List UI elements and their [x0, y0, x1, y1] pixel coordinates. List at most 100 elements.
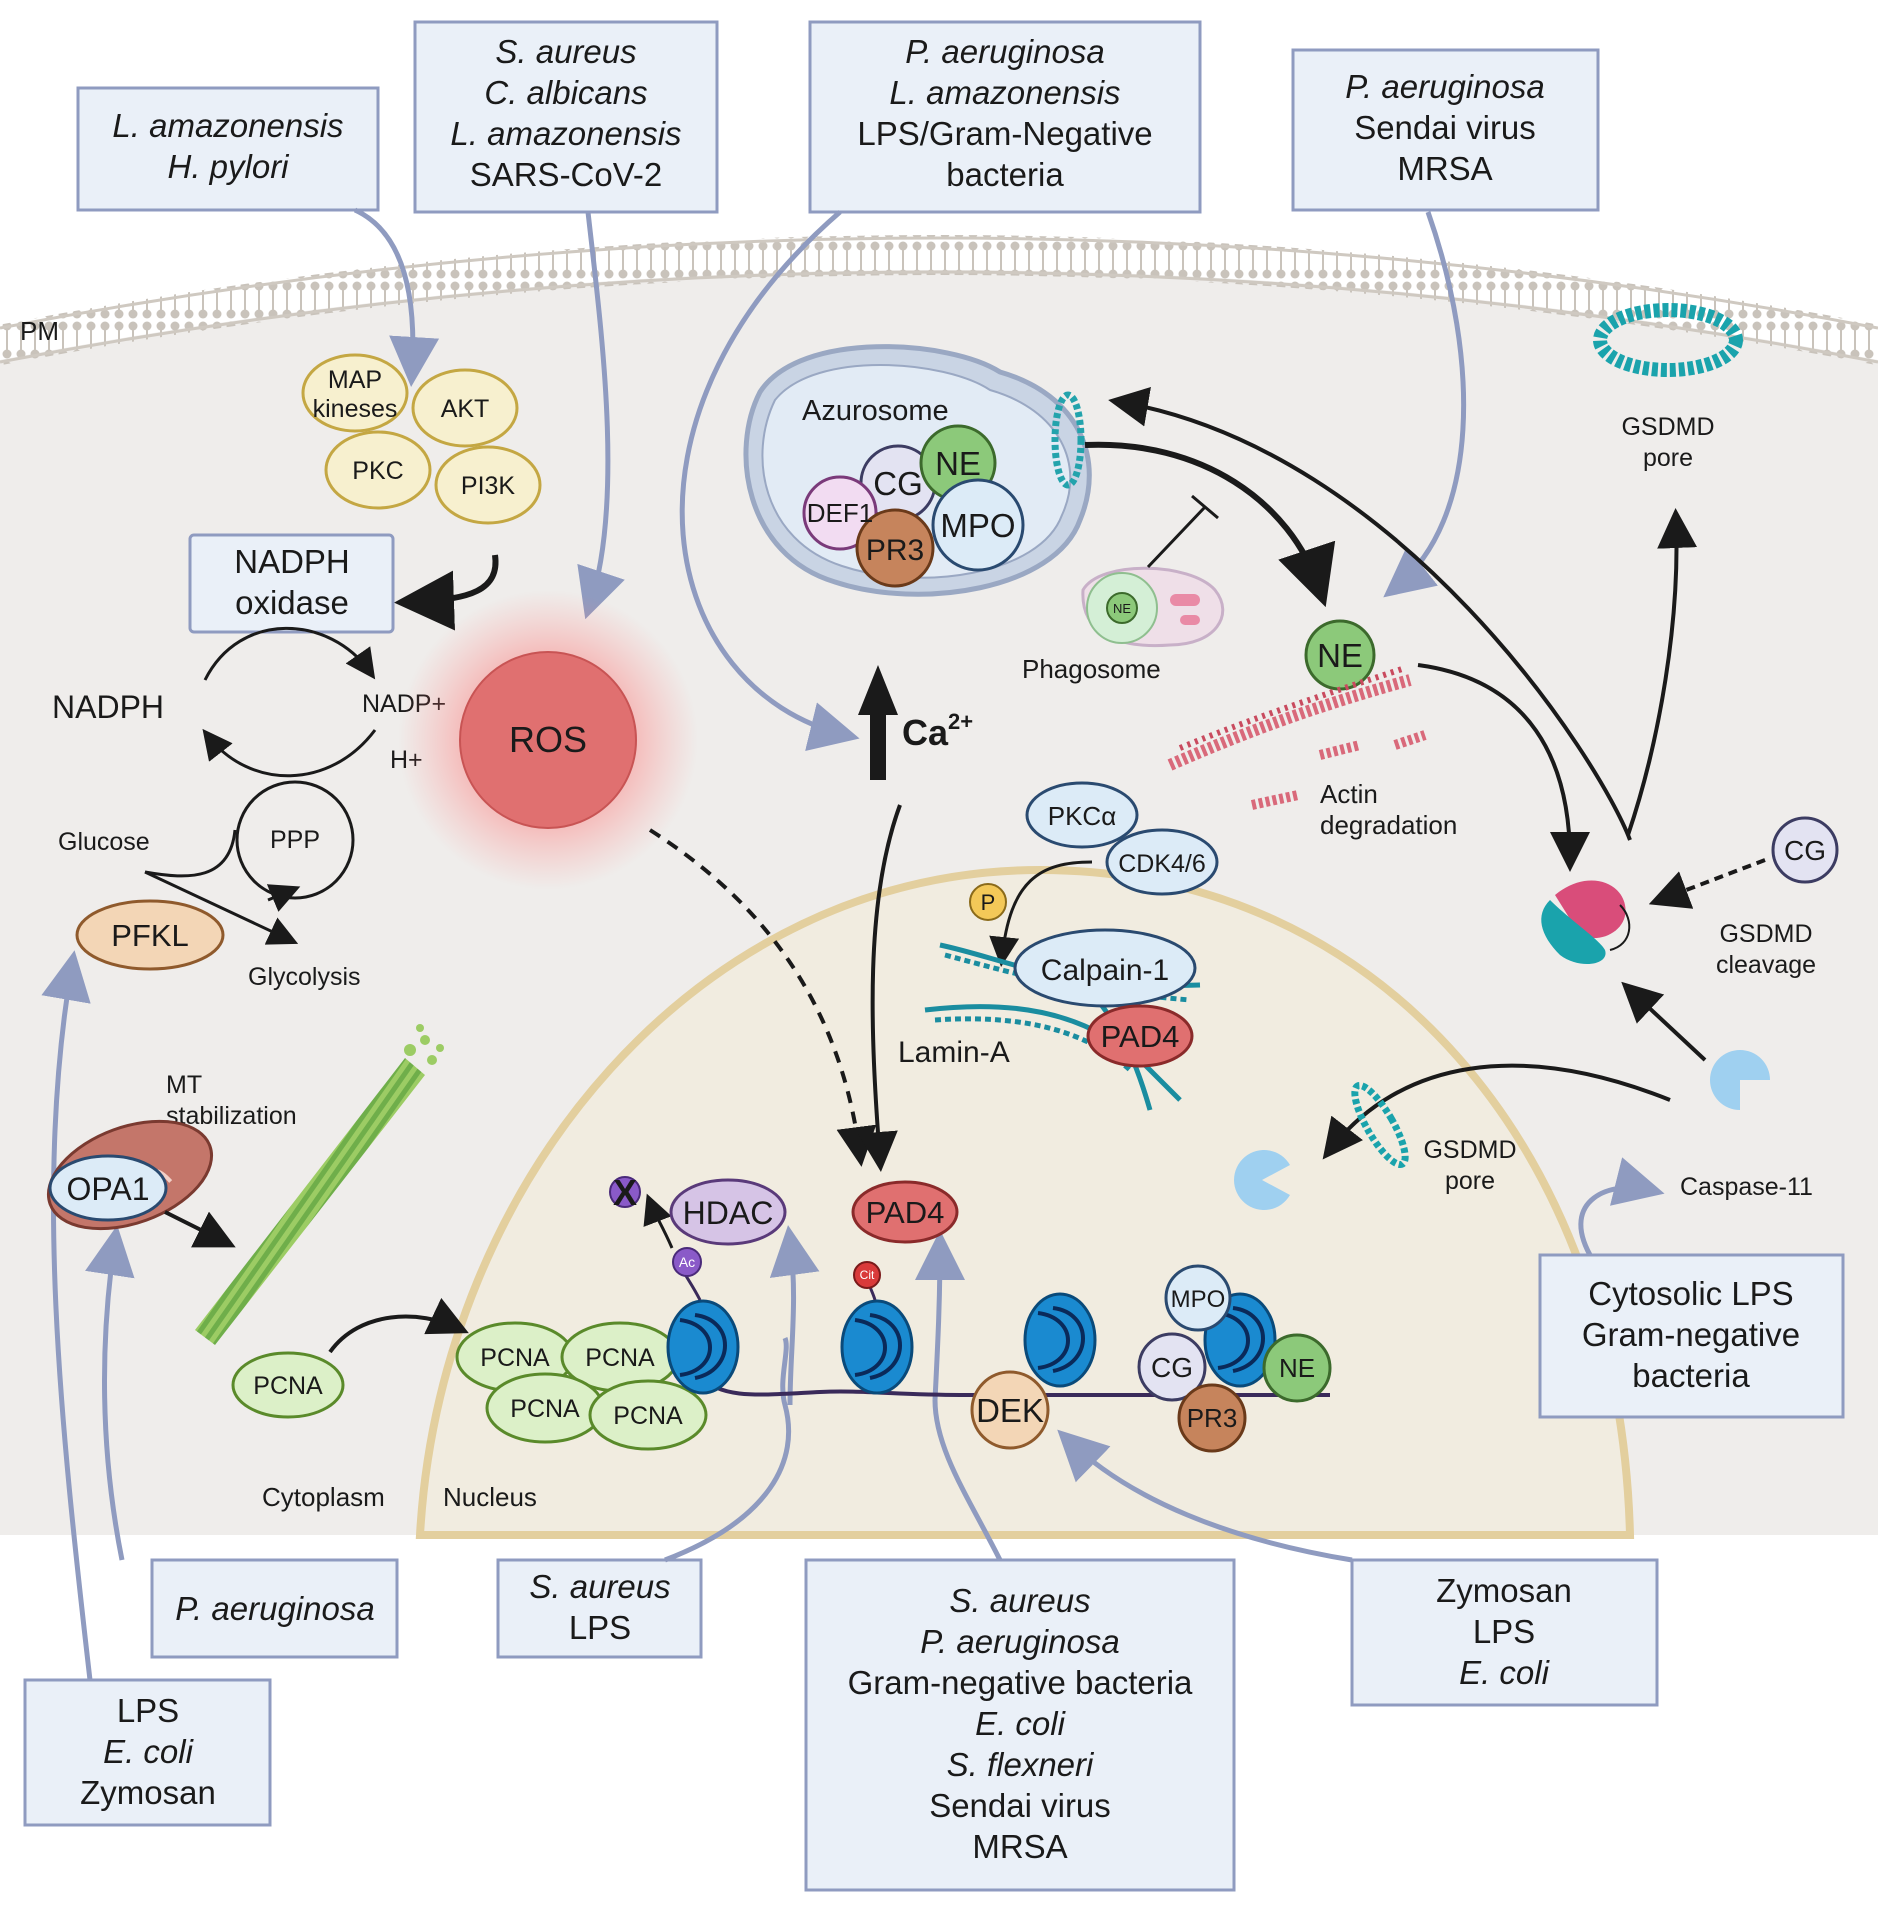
pi3k-node: [434, 445, 542, 525]
box9-line7: MRSA: [972, 1828, 1067, 1865]
ca-base: Ca: [902, 712, 949, 753]
cit-node: [853, 1261, 881, 1289]
azurosome-def1-node: [802, 475, 878, 551]
phagosome: NE Phagosome: [1022, 566, 1225, 684]
box3-line4: bacteria: [946, 156, 1064, 193]
gsdmd-mid-line1: GSDMD: [1423, 1136, 1516, 1164]
cytoplasm-label: Cytoplasm: [262, 1482, 385, 1512]
box4-line1: P. aeruginosa: [1345, 68, 1544, 105]
box6-line1: P. aeruginosa: [175, 1590, 374, 1627]
glycolysis-label: Glycolysis: [248, 963, 361, 991]
ac-removal-arrow: [643, 1193, 674, 1249]
box10-line3: E. coli: [1459, 1654, 1551, 1691]
metabolism: NADPH NADP+ H+ PPP Glucose PFKL Glycolys…: [52, 626, 446, 991]
stimulus-box-9: S. aureus P. aeruginosa Gram-negative ba…: [804, 1558, 1236, 1892]
lamin-label: Lamin-A: [898, 1036, 1010, 1069]
ppp-label: PPP: [270, 826, 320, 854]
calpain-label: Calpain-1: [1041, 954, 1169, 987]
gsdmd-complex: [1541, 880, 1631, 965]
gsdmd-top-line2: pore: [1643, 444, 1693, 472]
gsdmd-to-pore-arrow: [1108, 387, 1632, 841]
actin-label-1: Actin: [1320, 779, 1378, 809]
pkc-node: [324, 430, 432, 510]
box9-line2: P. aeruginosa: [920, 1623, 1119, 1660]
box9-line5: S. flexneri: [947, 1746, 1095, 1783]
map-kinases-node: [301, 353, 409, 433]
dek-node: [970, 1370, 1050, 1450]
box1-line2: H. pylori: [167, 148, 290, 185]
cit-label: Cit: [860, 1268, 875, 1282]
box9-line1: S. aureus: [949, 1582, 1090, 1619]
pkca-node: [1025, 781, 1139, 849]
ac-label: Ac: [679, 1254, 695, 1270]
gsdmd-cleavage-line2: cleavage: [1716, 951, 1816, 979]
nucleosome-3: [1023, 1292, 1097, 1388]
box2-line1: S. aureus: [495, 33, 636, 70]
hdac-label: HDAC: [683, 1195, 774, 1231]
calcium-signal: Ca2+: [858, 665, 973, 780]
ca-label: Ca2+: [902, 709, 973, 753]
stimulus-box-10: Zymosan LPS E. coli: [1350, 1558, 1659, 1707]
phagosome-ne-label: NE: [1113, 601, 1131, 616]
cg-free-label: CG: [1784, 835, 1826, 866]
box4-line2: Sendai virus: [1354, 109, 1536, 146]
ros-label: ROS: [509, 719, 587, 760]
pm-label: PM: [20, 316, 59, 346]
nadph-oxidase: NADPH oxidase: [188, 533, 395, 634]
phagosome-inhibition: [1146, 494, 1219, 569]
gsdmd-to-top-pore-arrow: [1626, 508, 1698, 836]
pi3k-label: PI3K: [461, 472, 516, 500]
pad4-lamin-node: [1086, 1004, 1194, 1068]
cdk-label: CDK4/6: [1118, 850, 1206, 878]
azurosome-pr3-label: PR3: [866, 534, 924, 567]
box3-line2: L. amazonensis: [889, 74, 1120, 111]
pcna-label-3: PCNA: [510, 1395, 580, 1423]
pcna-cluster: PCNA PCNA PCNA PCNA: [455, 1321, 708, 1451]
opa1-label: OPA1: [67, 1171, 150, 1207]
box3-line1: P. aeruginosa: [905, 33, 1104, 70]
gsdmd-top-line1: GSDMD: [1621, 413, 1714, 441]
stimulus-box-6: P. aeruginosa: [150, 1558, 399, 1659]
azurosome-to-ne-arrow: [1084, 441, 1336, 608]
pcna-label-2: PCNA: [585, 1344, 655, 1372]
hdac-node: [669, 1178, 787, 1246]
azurosome-ne-label: NE: [935, 445, 981, 482]
box5-line1: Cytosolic LPS: [1588, 1275, 1793, 1312]
phospho-label: P: [981, 890, 996, 915]
pcna-label-4: PCNA: [613, 1402, 683, 1430]
nadph-oxidase-line1: NADPH: [234, 543, 350, 580]
glucose-label: Glucose: [58, 828, 150, 856]
stimulus-box-2: S. aureus C. albicans L. amazonensis SAR…: [413, 20, 719, 214]
pad4-lamin-label: PAD4: [1101, 1019, 1180, 1054]
cg-free-node: [1771, 816, 1839, 884]
actin-label-2: degradation: [1320, 810, 1457, 840]
opa1-node: [48, 1154, 168, 1222]
stimulus-box-8: S. aureus LPS: [496, 1558, 703, 1659]
pcna-label-cyto: PCNA: [253, 1372, 323, 1400]
box4-line3: MRSA: [1397, 150, 1492, 187]
stimulus-box-7: LPS E. coli Zymosan: [23, 1678, 272, 1827]
caspase-pacman-small: [1234, 1150, 1290, 1211]
map-label: MAP: [328, 366, 382, 394]
azurosome-label: Azurosome: [802, 395, 949, 427]
box10-line1: Zymosan: [1436, 1572, 1572, 1609]
stimulus-arrows: [41, 207, 1665, 1681]
azurosome-mpo-label: MPO: [940, 507, 1015, 544]
pad4-nuc-label: PAD4: [866, 1195, 945, 1230]
ca-sup: 2+: [948, 709, 973, 734]
nadph-oxidase-line2: oxidase: [235, 584, 349, 621]
gsdmd-pore-top: [1593, 303, 1743, 377]
stimulus-box-5: Cytosolic LPS Gram-negative bacteria: [1538, 1253, 1845, 1419]
box7-line3: Zymosan: [80, 1774, 216, 1811]
x-mark: X: [613, 1172, 637, 1213]
kinase-cluster: MAP kineses AKT PKC PI3K: [301, 353, 542, 525]
chromatin-cg-node: [1137, 1332, 1207, 1402]
box7-line1: LPS: [117, 1692, 179, 1729]
box10-line2: LPS: [1473, 1613, 1535, 1650]
dek-label: DEK: [976, 1392, 1044, 1429]
caspase-to-gsdmd-arrow: [1621, 981, 1707, 1062]
pfkl-node: [75, 899, 225, 971]
phospho-node: [969, 883, 1007, 921]
calcium-to-pad4-arrow: [857, 804, 902, 1172]
chromatin-ne-label: NE: [1279, 1353, 1315, 1383]
